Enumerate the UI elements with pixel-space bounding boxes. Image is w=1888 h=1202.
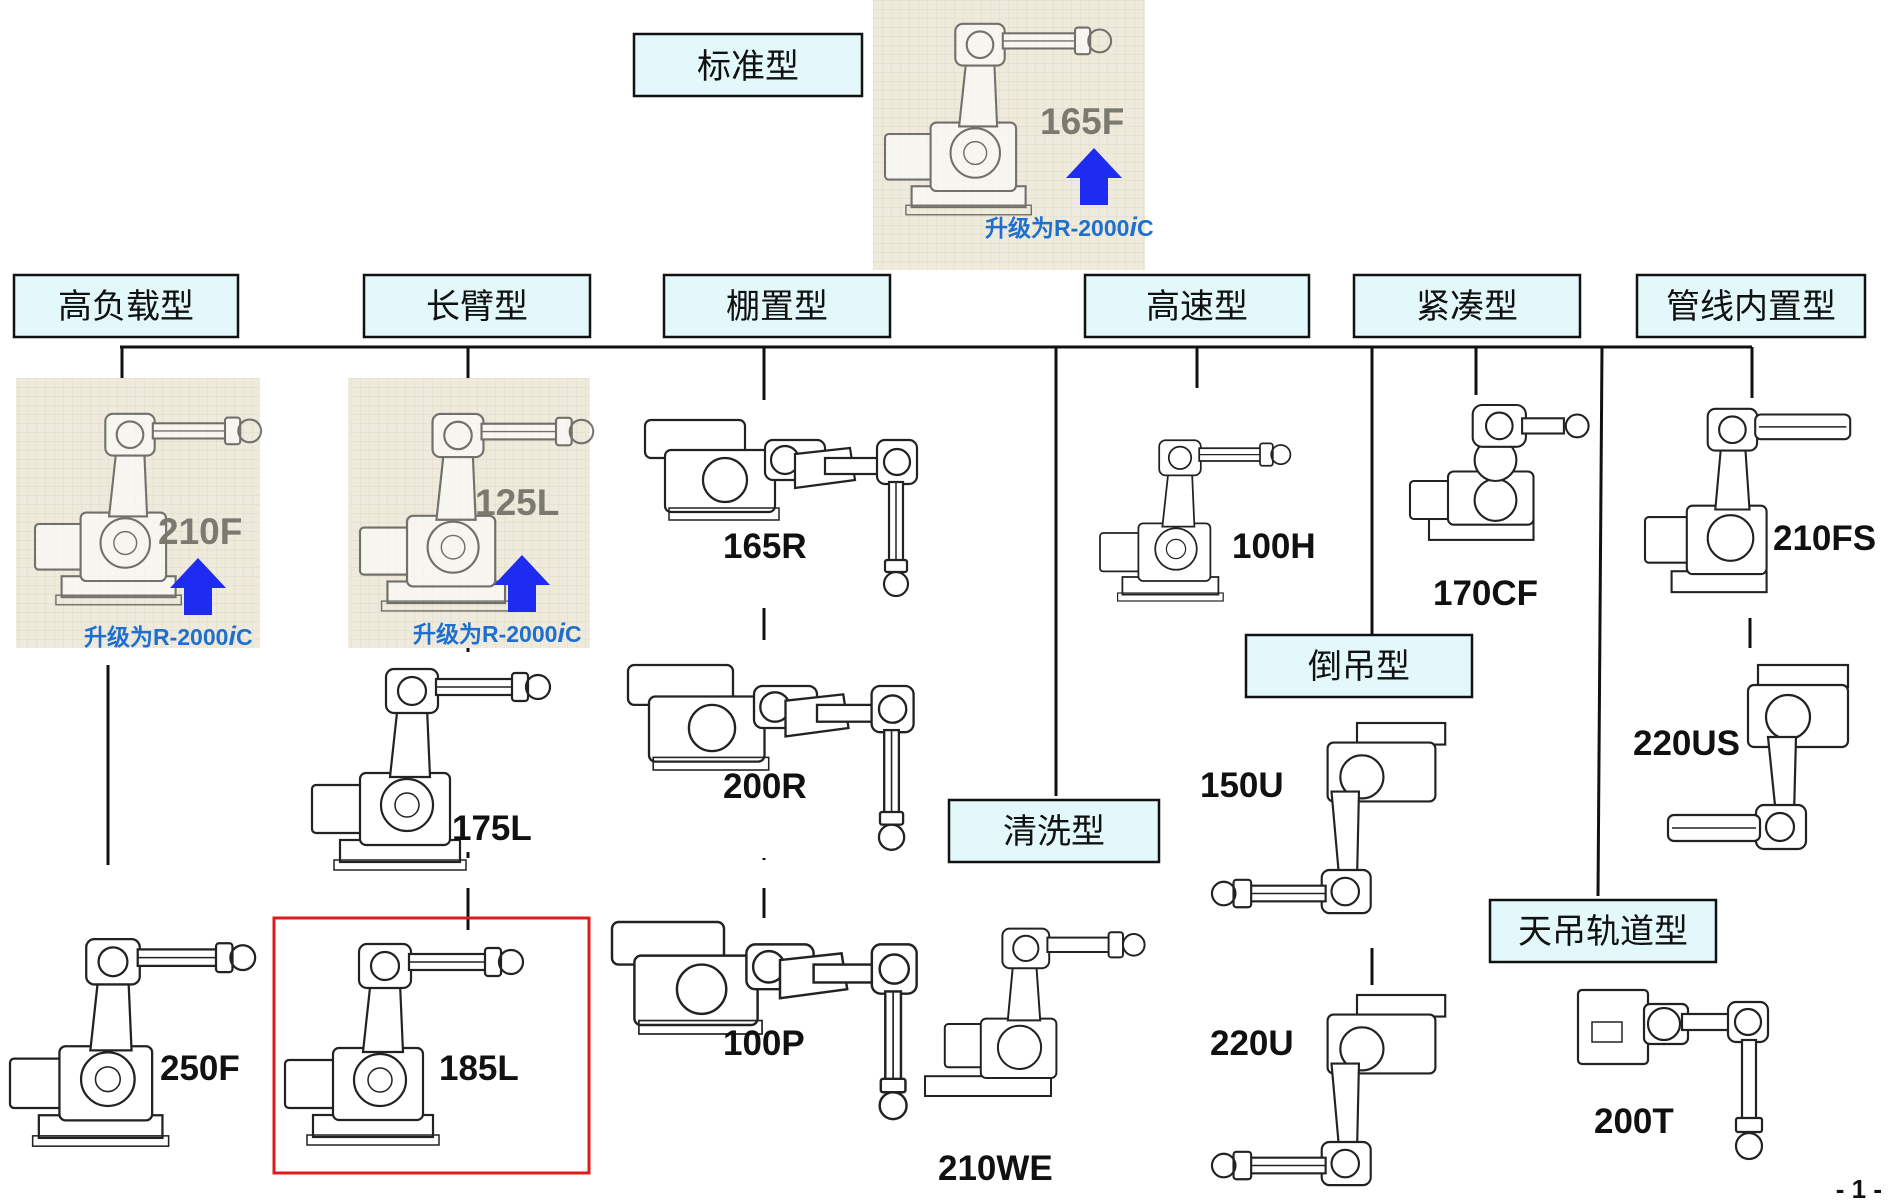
robot-165F-panel: 165F 升级为R-2000iC (873, 0, 1154, 270)
model-label-210WE: 210WE (938, 1149, 1053, 1188)
robot-100H-icon (1099, 439, 1292, 602)
upgrade-arrow-icon (170, 558, 226, 615)
robot-100P-icon (610, 920, 918, 1121)
model-label-125L: 125L (475, 482, 559, 523)
upgrade-arrow-icon (1066, 148, 1122, 205)
category-compact: 紧凑型 (1352, 273, 1582, 339)
svg-text:高速型: 高速型 (1146, 287, 1248, 327)
upgrade-arrow-icon (494, 555, 550, 612)
model-label-210FS: 210FS (1773, 519, 1876, 558)
svg-text:管线内置型: 管线内置型 (1666, 287, 1836, 327)
model-label-200R: 200R (723, 767, 807, 806)
upgrade-note-165F: 升级为R-2000iC (985, 212, 1154, 242)
model-label-165R: 165R (723, 527, 807, 566)
robot-210F-panel: 210F 升级为R-2000iC (16, 378, 263, 651)
upgrade-note-210F: 升级为R-2000iC (84, 621, 253, 651)
category-shelf: 棚置型 (662, 273, 892, 339)
model-label-165F: 165F (1040, 101, 1124, 142)
category-standard: 标准型 (632, 32, 864, 98)
svg-text:紧凑型: 紧凑型 (1416, 287, 1518, 327)
svg-text:清洗型: 清洗型 (1003, 812, 1105, 852)
model-label-220U: 220U (1210, 1024, 1294, 1063)
category-dress-pack: 管线内置型 (1635, 273, 1867, 339)
model-label-150U: 150U (1200, 766, 1284, 805)
svg-text:长臂型: 长臂型 (426, 287, 528, 327)
robot-125L-panel: 125L 升级为R-2000iC (348, 378, 595, 648)
model-label-210F: 210F (158, 511, 242, 552)
robot-250F-icon (8, 937, 257, 1148)
model-label-175L: 175L (452, 809, 532, 848)
category-high-speed: 高速型 (1083, 273, 1311, 339)
model-label-185L: 185L (439, 1049, 519, 1088)
robot-200R-icon (626, 663, 915, 851)
upgrade-note-125L: 升级为R-2000iC (413, 618, 582, 648)
highlight-box-185L (272, 916, 591, 1175)
model-label-220US: 220US (1633, 724, 1740, 763)
svg-text:天吊轨道型: 天吊轨道型 (1518, 912, 1688, 952)
robot-210FS-icon (1643, 407, 1852, 594)
page-number: - 1 - (1836, 1174, 1882, 1202)
robot-170CF-icon (1408, 403, 1590, 541)
category-boxes: 标准型 高负载型 长臂型 棚置型 高速型 紧凑型 管线内置型 倒吊型 (12, 32, 1867, 964)
category-overhead-rail: 天吊轨道型 (1488, 898, 1718, 964)
svg-text:标准型: 标准型 (697, 47, 799, 87)
robot-185L-icon (283, 942, 525, 1147)
svg-text:高负载型: 高负载型 (58, 287, 194, 327)
robot-210WE-icon (924, 927, 1146, 1097)
model-label-200T: 200T (1594, 1102, 1674, 1141)
model-labels: 165R 200R 100P 100H 170CF 210FS 220US 17… (160, 519, 1876, 1188)
svg-text:倒吊型: 倒吊型 (1308, 647, 1410, 687)
category-long-arm: 长臂型 (362, 273, 592, 339)
model-label-100P: 100P (723, 1024, 805, 1063)
svg-text:棚置型: 棚置型 (726, 287, 828, 327)
category-high-payload: 高负载型 (12, 273, 240, 339)
robot-165R-icon (643, 418, 919, 598)
category-inverted: 倒吊型 (1244, 633, 1474, 699)
model-label-250F: 250F (160, 1049, 240, 1088)
robot-drawings (8, 403, 1852, 1187)
model-label-100H: 100H (1232, 527, 1316, 566)
model-label-170CF: 170CF (1433, 574, 1538, 613)
robot-150U-icon (1210, 721, 1447, 915)
category-washing: 清洗型 (947, 798, 1161, 864)
